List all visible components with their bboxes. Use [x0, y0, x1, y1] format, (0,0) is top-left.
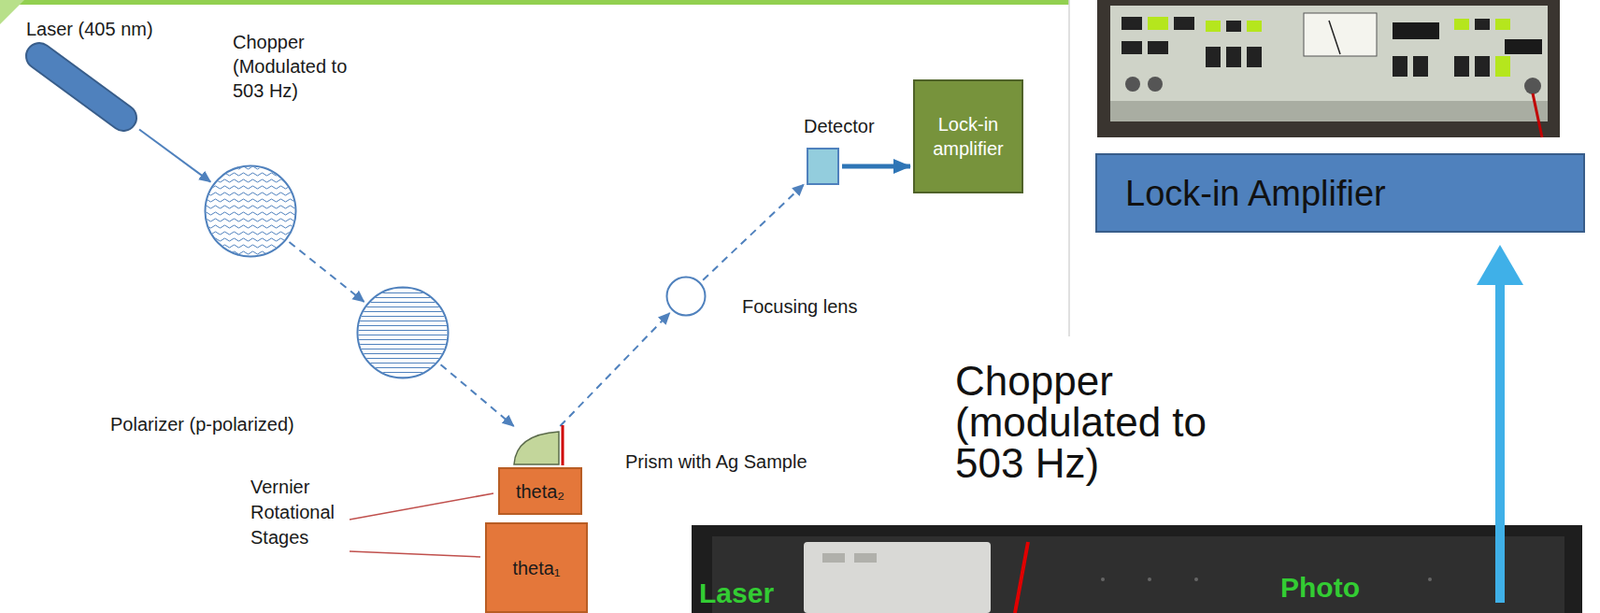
rotation-stage: theta₁ — [485, 522, 588, 613]
node-label: Chopper (Modulated to 503 Hz) — [232, 29, 369, 103]
beam-arrow — [441, 364, 515, 427]
chopper-wheel: Chopper (Modulated to 503 Hz) — [203, 164, 298, 258]
beam-arrow — [702, 184, 804, 280]
node-label: theta₁ — [512, 556, 560, 581]
stage-label: Vernier Rotational Stages — [250, 474, 348, 551]
corner-accent — [0, 0, 25, 25]
setup-photo — [691, 525, 1583, 613]
node-label: Lock-in Amplifier — [1125, 171, 1386, 215]
leader-line — [349, 493, 494, 520]
divider-line — [1068, 0, 1071, 337]
beam-arrow — [559, 313, 670, 427]
rotation-stage: theta₂ — [498, 467, 583, 515]
node-label: Detector — [803, 114, 875, 139]
node-outline — [665, 275, 707, 317]
beam-arrow — [842, 164, 911, 170]
pointer-arrow — [1476, 244, 1524, 603]
beam-arrow — [139, 129, 211, 183]
node-label: Polarizer (p-polarized) — [110, 412, 295, 437]
node-outline — [203, 164, 298, 258]
node-label: Lock-in amplifier — [920, 112, 1016, 161]
title-box: Lock-in Amplifier — [1095, 153, 1586, 233]
node-outline — [510, 428, 569, 467]
top-band — [0, 0, 1070, 5]
node-label: Focusing lens — [742, 294, 858, 319]
beam-arrow — [288, 242, 364, 302]
photo-tag: Photo — [1280, 571, 1360, 604]
polarizer: Polarizer (p-polarized) — [356, 285, 450, 380]
laser-source: Laser (405 nm) — [26, 42, 137, 131]
lockin-photo — [1097, 0, 1560, 138]
focusing-lens: Focusing lens — [665, 275, 707, 317]
node-label: Laser (405 nm) — [26, 16, 154, 42]
node-outline — [26, 42, 137, 131]
photo-caption: Chopper (modulated to 503 Hz) — [955, 360, 1210, 485]
node-outline — [356, 285, 450, 380]
prism-sample: Prism with Ag Sample — [510, 428, 569, 467]
leader-line — [349, 551, 481, 558]
node-label: Prism with Ag Sample — [625, 449, 808, 474]
detector-box: Detector — [806, 147, 840, 186]
photo-tag: Laser — [699, 577, 774, 610]
lockin-box: Lock-in amplifier — [913, 79, 1024, 194]
node-label: theta₂ — [515, 479, 565, 504]
